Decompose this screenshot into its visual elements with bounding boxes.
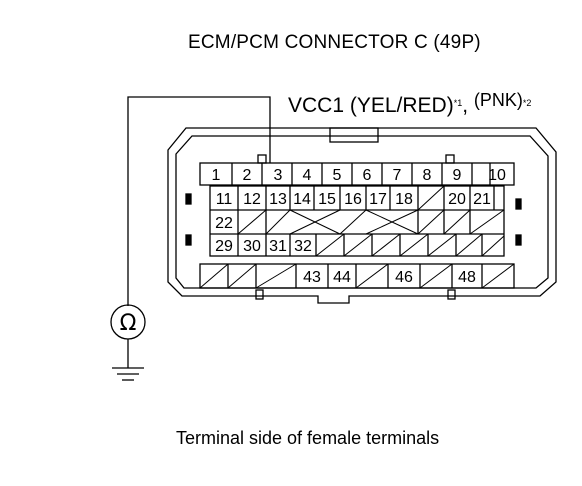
terminal-label: 13 <box>269 191 287 208</box>
terminal-label: 18 <box>395 191 413 208</box>
terminal-label: 48 <box>458 269 476 286</box>
terminal-label: 22 <box>215 215 233 232</box>
terminal-label: 10 <box>488 167 506 184</box>
terminal-label: 20 <box>448 191 466 208</box>
unused-cavity-hatching <box>199 185 515 289</box>
terminal-label: 29 <box>215 238 233 255</box>
terminal-label: 46 <box>395 269 413 286</box>
terminal-label: 30 <box>243 238 261 255</box>
terminal-label: 43 <box>303 269 321 286</box>
terminal-label: 11 <box>216 191 233 208</box>
ohm-symbol: Ω <box>120 311 137 336</box>
terminal-grid <box>199 162 515 289</box>
footnote-1: *1 <box>453 98 463 108</box>
terminal-label: 6 <box>363 167 372 184</box>
terminal-label: 1 <box>212 167 221 184</box>
terminal-label: 16 <box>344 191 362 208</box>
terminal-label: 17 <box>369 191 387 208</box>
terminal-label: 5 <box>333 167 342 184</box>
wire-label: VCC1 (YEL/RED)*1, (PNK)*2 <box>288 90 532 118</box>
footnote-2: *2 <box>522 98 532 108</box>
connector-housing <box>167 127 557 304</box>
terminal-label: 8 <box>423 167 432 184</box>
connector-title: ECM/PCM CONNECTOR C (49P) <box>188 32 481 53</box>
terminal-label: 4 <box>303 167 312 184</box>
terminal-label: 21 <box>473 191 491 208</box>
diagram-caption: Terminal side of female terminals <box>176 428 440 448</box>
terminal-label: 32 <box>294 238 312 255</box>
terminal-label: 14 <box>293 191 311 208</box>
ground-icon <box>112 367 144 381</box>
terminal-label: 2 <box>243 167 252 184</box>
terminal-label: 7 <box>393 167 402 184</box>
terminal-label: 12 <box>243 191 261 208</box>
wire-label-main: VCC1 (YEL/RED) <box>288 94 454 117</box>
terminal-label: 15 <box>318 191 336 208</box>
wire-label-alt: (PNK) <box>473 90 523 110</box>
probe-wire <box>127 96 271 306</box>
terminal-labels: 1 2 3 4 5 6 7 8 9 10 11 12 13 14 15 16 1… <box>212 167 506 286</box>
terminal-label: 31 <box>269 238 287 255</box>
wire-label-comma: , <box>462 94 469 117</box>
connector-latch <box>329 127 379 143</box>
terminal-label: 3 <box>274 167 283 184</box>
terminal-label: 44 <box>333 269 351 286</box>
terminal-label: 9 <box>453 167 462 184</box>
